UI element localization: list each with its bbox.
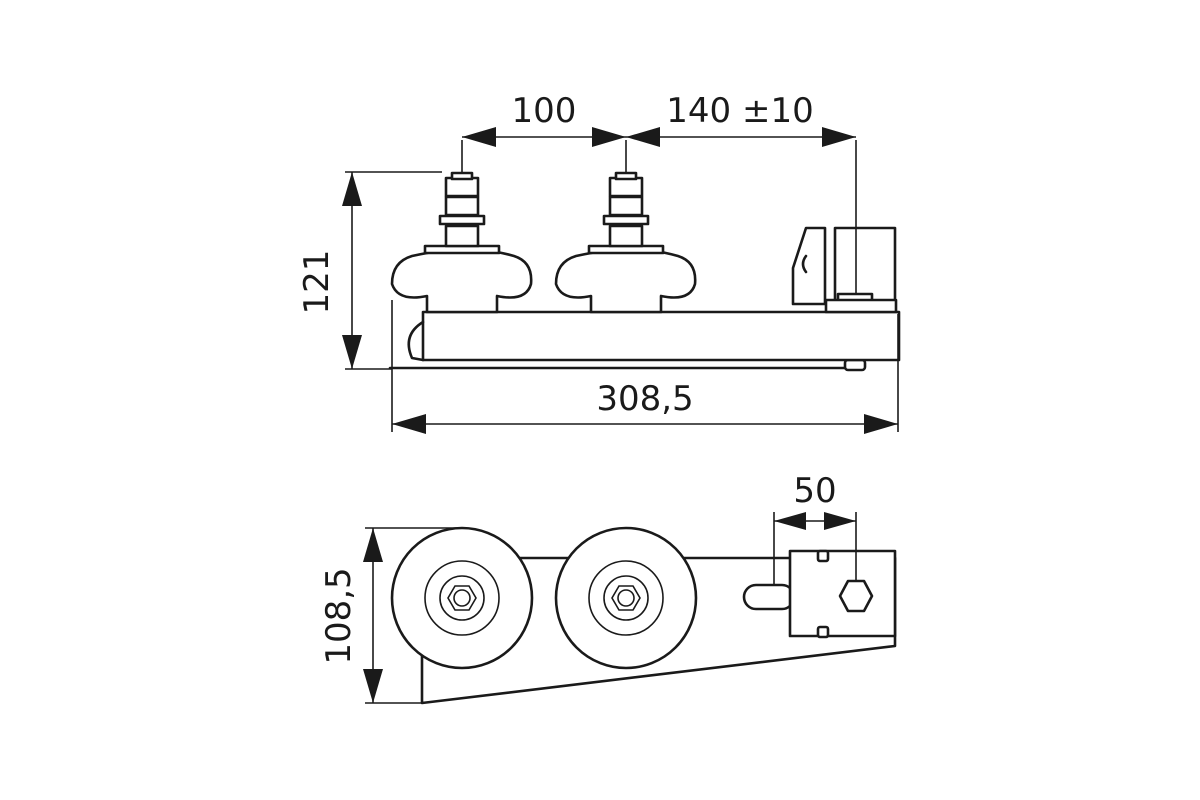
dimension-clamp-width: 50 [774,471,856,530]
side-view: 100 140 ±10 121 308,5 [297,91,901,434]
dimension-offset-label: 140 ±10 [666,91,813,131]
dimension-pitch-label: 100 [512,91,577,131]
wheel-2 [554,526,698,670]
dimension-height-label: 121 [297,250,337,315]
rail-body [407,310,901,362]
insulator-2 [554,140,697,314]
insulator-1 [390,140,533,314]
dimension-length: 308,5 [392,379,898,434]
end-clamp-side [791,140,898,314]
dimension-offset: 140 ±10 [626,91,856,147]
dimension-length-label: 308,5 [596,379,693,419]
dimension-height: 121 [297,172,362,369]
dimension-clamp-width-label: 50 [793,471,836,511]
end-clamp-top [742,512,897,639]
wheel-1 [390,526,534,670]
top-view: 50 108,5 [319,471,897,705]
dimension-wheel-height: 108,5 [319,528,383,703]
dimension-pitch: 100 [462,91,626,147]
dimension-wheel-height-label: 108,5 [319,567,359,664]
